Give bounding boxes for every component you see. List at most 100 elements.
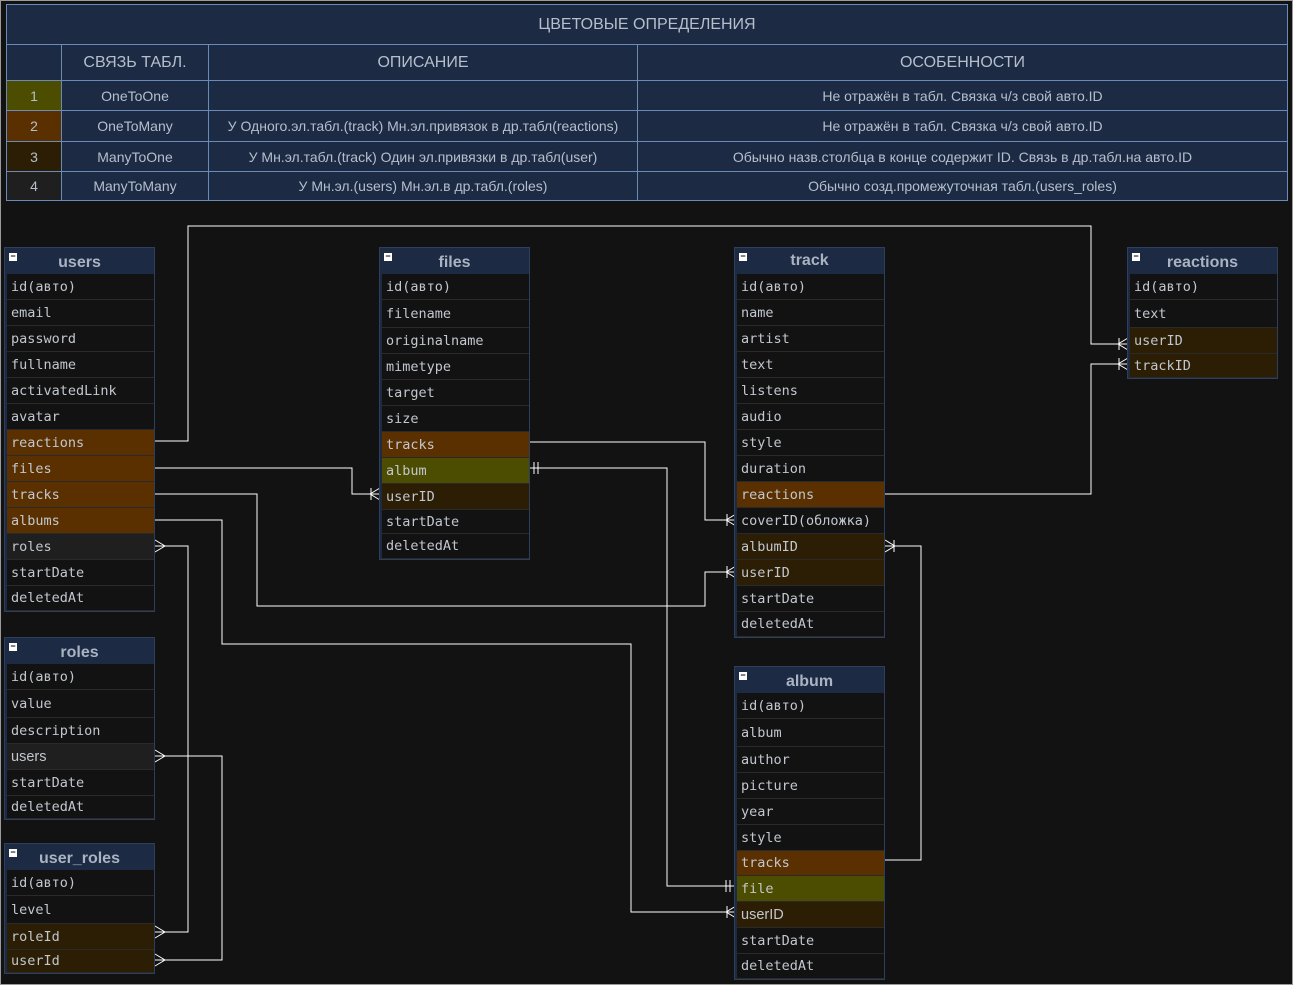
table-field: album — [382, 458, 529, 484]
table-field: fullname — [7, 352, 154, 378]
table-field: startDate — [737, 928, 884, 954]
connector-files-album — [529, 467, 736, 887]
table-field: file — [737, 876, 884, 902]
table-field: trackID — [1130, 354, 1277, 378]
table-field: tracks — [7, 482, 154, 508]
table-header[interactable]: −album — [735, 667, 884, 693]
table-files[interactable]: −files id(авто) filename originalname mi… — [379, 247, 530, 560]
table-field: userId — [7, 950, 154, 973]
collapse-icon[interactable]: − — [739, 670, 747, 680]
legend-relation: ManyToOne — [62, 142, 209, 171]
table-field: id(авто) — [7, 274, 154, 300]
table-album[interactable]: −album id(авто) album author picture yea… — [734, 666, 885, 980]
table-field: filename — [382, 300, 529, 328]
table-field: id(авто) — [1130, 274, 1277, 300]
legend-swatch-many-to-one: 3 — [7, 142, 62, 171]
table-field: avatar — [7, 404, 154, 430]
table-field: albumID — [737, 534, 884, 560]
many-marker — [1117, 337, 1129, 351]
table-field: text — [737, 352, 884, 378]
collapse-icon[interactable]: − — [9, 847, 17, 857]
table-field: id(авто) — [382, 274, 529, 300]
table-header[interactable]: −reactions — [1128, 248, 1277, 274]
legend-relation: OneToMany — [62, 111, 209, 141]
legend-features: Не отражён в табл. Связка ч/з свой авто.… — [822, 87, 1103, 104]
table-title: track — [790, 252, 829, 269]
table-header[interactable]: − track — [735, 248, 884, 274]
table-field: description — [7, 718, 154, 744]
table-field: deletedAt — [7, 586, 154, 611]
collapse-icon[interactable]: − — [1132, 251, 1140, 261]
table-field: userID — [1130, 328, 1277, 354]
table-field: deletedAt — [737, 954, 884, 979]
collapse-icon[interactable]: − — [739, 251, 747, 261]
connector-users-tracks — [155, 493, 736, 607]
legend-swatch-one-to-many: 2 — [7, 111, 62, 141]
table-title: files — [438, 254, 471, 271]
many-marker — [884, 539, 896, 553]
table-header[interactable]: −user_roles — [5, 844, 154, 870]
table-roles[interactable]: −roles id(авто) value description users … — [4, 637, 155, 820]
connector-users-reactions — [155, 225, 1128, 442]
legend-header-row: СВЯЗЬ ТАБЛ. ОПИСАНИЕ ОСОБЕННОСТИ — [7, 45, 1287, 81]
table-field: level — [7, 896, 154, 924]
table-field: email — [7, 300, 154, 326]
table-header[interactable]: − files — [380, 248, 529, 274]
table-field: roles — [7, 534, 154, 560]
many-marker — [725, 513, 737, 527]
table-header[interactable]: − roles — [5, 638, 154, 664]
table-users[interactable]: −users id(авто) email password fullname … — [4, 247, 155, 612]
table-field: duration — [737, 456, 884, 482]
table-field: startDate — [7, 770, 154, 796]
table-field: deletedAt — [737, 612, 884, 637]
table-field: audio — [737, 404, 884, 430]
many-marker — [154, 749, 166, 763]
table-title: roles — [60, 644, 99, 661]
table-field: files — [7, 456, 154, 482]
table-field: deletedAt — [7, 796, 154, 819]
table-track[interactable]: −track id(авто) name artist text listens… — [734, 247, 885, 638]
legend-description: У Мн.эл.(users) Мн.эл.в др.табл.(roles) — [209, 172, 638, 200]
table-field: userID — [382, 484, 529, 510]
table-field: reactions — [737, 482, 884, 508]
legend-row: 1 OneToOne Не отражён в табл. Связка ч/з… — [7, 81, 1287, 111]
legend-header-features: ОСОБЕННОСТИ — [899, 53, 1026, 71]
table-field: year — [737, 799, 884, 825]
collapse-icon[interactable]: − — [9, 251, 17, 261]
table-field: id(авто) — [737, 274, 884, 300]
connector-files-track-cover — [529, 441, 736, 521]
connector-album-track — [885, 545, 922, 861]
collapse-icon[interactable]: − — [9, 641, 17, 651]
table-title: users — [58, 254, 101, 271]
legend-header-description: ОПИСАНИЕ — [209, 45, 638, 80]
table-field: albums — [7, 508, 154, 534]
table-field: id(авто) — [7, 664, 154, 690]
table-field: startDate — [737, 586, 884, 612]
table-field: artist — [737, 326, 884, 352]
table-field: id(авто) — [7, 870, 154, 896]
table-field: startDate — [382, 510, 529, 534]
table-field: userID — [737, 902, 884, 928]
legend-title: ЦВЕТОВЫЕ ОПРЕДЕЛЕНИЯ — [7, 5, 1287, 45]
many-marker — [725, 905, 737, 919]
legend-header-num — [7, 45, 62, 80]
color-legend-table: ЦВЕТОВЫЕ ОПРЕДЕЛЕНИЯ СВЯЗЬ ТАБЛ. ОПИСАНИ… — [6, 4, 1288, 201]
table-reactions[interactable]: −reactions id(авто) text userID trackID — [1127, 247, 1278, 379]
legend-row: 4 ManyToMany У Мн.эл.(users) Мн.эл.в др.… — [7, 172, 1287, 200]
table-field: listens — [737, 378, 884, 404]
legend-features: Не отражён в табл. Связка ч/з свой авто.… — [822, 118, 1103, 134]
many-marker — [154, 539, 166, 553]
legend-row: 2 OneToMany У Одного.эл.табл.(track) Мн.… — [7, 111, 1287, 142]
table-header[interactable]: − users — [5, 248, 154, 274]
table-field: target — [382, 380, 529, 406]
connector-users-albums — [155, 519, 736, 913]
legend-description — [209, 81, 638, 110]
collapse-icon[interactable]: − — [384, 251, 392, 261]
legend-description: У Одного.эл.табл.(track) Мн.эл.привязок … — [209, 111, 638, 141]
connector-roles-userroles — [155, 755, 223, 961]
legend-row: 3 ManyToOne У Мн.эл.табл.(track) Один эл… — [7, 142, 1287, 172]
table-field: style — [737, 825, 884, 851]
many-marker — [154, 925, 166, 939]
table-field: album — [737, 719, 884, 747]
table-user-roles[interactable]: −user_roles id(авто) level roleId userId — [4, 843, 155, 974]
